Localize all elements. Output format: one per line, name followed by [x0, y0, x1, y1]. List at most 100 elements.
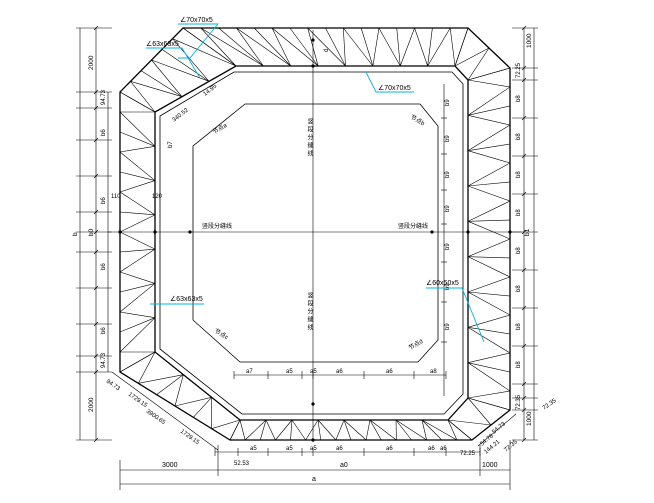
callout-inner-label: ∠70x70x5 [378, 84, 411, 92]
inner-bottom-label: a6 [386, 369, 393, 375]
right-panel-diag [467, 86, 511, 116]
centerline-node [311, 64, 315, 68]
outer-bottom-label: a5 [286, 446, 293, 452]
joint-label-bottom: 竖段分缝线 [306, 291, 313, 332]
left-b6-label: b6 [101, 263, 107, 270]
inner-b9-label: b9 [445, 323, 451, 330]
bottom-panel-diag [244, 419, 267, 441]
left-tick-mark [93, 353, 99, 359]
dim-2000-bottom: 2000 [88, 397, 95, 412]
right-panel-post [467, 362, 511, 373]
top-panel-diag [200, 27, 237, 67]
right-tick-mark [521, 25, 527, 31]
outer-bottom-label: a5 [310, 446, 317, 452]
left-b6-label: b6 [101, 327, 107, 334]
right-panel-post [467, 105, 511, 116]
chamfer-tl-diag [130, 81, 156, 113]
top-panel-post [254, 27, 291, 67]
dim-3900-65: 3900.65 [145, 409, 167, 427]
centerline-nodes [118, 38, 512, 442]
dim-line-chamfer-br [477, 413, 517, 447]
callout-top-label: ∠70x70x5 [180, 16, 213, 24]
callout-top-left [146, 47, 201, 79]
dim-94-top: 94.73 [101, 89, 107, 105]
bottom-panel-diag [275, 419, 293, 441]
outer-bottom-label: a6 [336, 446, 343, 452]
right-panel-post [467, 181, 511, 187]
inner-bottom-label: a8 [430, 369, 437, 375]
right-panel-diag [467, 256, 511, 278]
inner-b9-label: b9 [445, 171, 451, 178]
left-tick-mark [93, 249, 99, 255]
left-panel-diag [119, 271, 156, 284]
bottom-panel-post [369, 419, 382, 441]
right-panel-diag [467, 124, 511, 151]
right-tick-mark [521, 395, 527, 401]
right-b8-label: b8 [516, 361, 522, 368]
bottom-panel-diag [365, 419, 371, 441]
centerline-node [311, 438, 315, 442]
dim-1000-bottom-h: 1000 [482, 462, 498, 469]
right-panel-diag [467, 150, 511, 164]
outer-bottom-label: a6 [386, 446, 393, 452]
chamfer-tr-diag [467, 47, 490, 81]
dim-52-53: 52.53 [234, 461, 250, 467]
chamfer-bl-post [119, 351, 156, 373]
left-panel-diag [119, 231, 156, 250]
bottom-panel-post [421, 419, 442, 441]
chamfer-bl-post [193, 397, 212, 418]
centerline-node [118, 230, 122, 234]
outer-bottom-label: a5 [250, 446, 257, 452]
left-tick-mark [93, 89, 99, 95]
right-tick-mark [521, 153, 527, 159]
left-panel-post [119, 248, 156, 253]
left-panel-diag [119, 191, 156, 216]
centerline-node [311, 402, 315, 406]
left-tick-mark [93, 285, 99, 291]
left-tick-mark [93, 437, 99, 443]
dim-1000-top: 1000 [526, 33, 533, 48]
left-panel-diag [119, 180, 156, 193]
outer-bottom-label: a6 [428, 446, 435, 452]
right-panel-post [467, 327, 511, 335]
left-panel-post [119, 171, 156, 181]
chamfer-tr-post [454, 27, 469, 67]
inner-bottom-label: a5 [310, 369, 317, 375]
chamfer-tl-post [161, 49, 210, 82]
top-panel-diag [200, 27, 264, 67]
centerline-node [153, 230, 157, 234]
bottom-panel-diag [421, 419, 458, 441]
chamfer-tl-diag [151, 59, 183, 97]
chamfer-bl-diag [211, 419, 241, 429]
dim-72-25-bottom: 72.25 [460, 451, 476, 457]
centerline-node [430, 230, 434, 234]
top-panel-diag [307, 27, 346, 67]
centerline-node [508, 230, 512, 234]
left-panel-post [119, 131, 156, 147]
bottom-panel-diag [343, 419, 367, 441]
right-panel-diag [467, 390, 511, 399]
left-tick-mark [93, 369, 99, 375]
dim-72-35-right: 72.35 [516, 394, 522, 410]
top-panel-diag [236, 27, 264, 67]
bottom-panel-post [290, 419, 293, 441]
corner-label-tr: 节点b [409, 113, 427, 128]
left-panel-diag [119, 248, 156, 273]
chamfer-tl-diag [172, 38, 210, 82]
right-panel-diag [467, 352, 511, 363]
right-tick-mark [521, 115, 527, 121]
bottom-panel-diag [447, 419, 458, 441]
top-panel-diag [449, 27, 456, 67]
top-panel-post [289, 27, 319, 67]
chamfer-tr-diag [454, 47, 490, 67]
chamfer-tl-post [182, 27, 237, 67]
chamfer-bl-post [229, 419, 241, 441]
truss-bracing [119, 27, 511, 441]
right-tick-mark [521, 65, 527, 71]
left-tick-mark [93, 321, 99, 327]
left-panel-diag [119, 111, 156, 147]
right-panel-diag [467, 314, 511, 328]
chamfer-bl-diag [138, 374, 184, 384]
